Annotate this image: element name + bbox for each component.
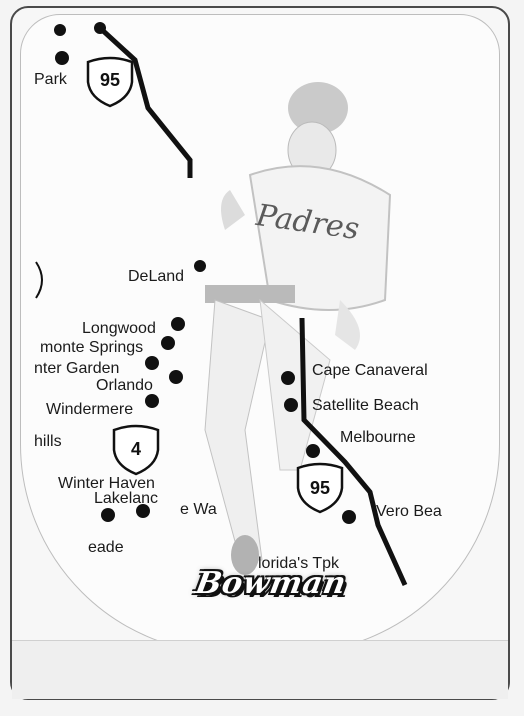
city-label-winter-garden: nter Garden: [34, 360, 119, 377]
city-label-cape-canaveral: Cape Canaveral: [312, 362, 428, 379]
shield-95-north-number: 95: [100, 70, 120, 90]
city-dot: [54, 24, 66, 36]
city-dot: [145, 356, 159, 370]
player-silhouette: [204, 82, 392, 575]
city-dot: [342, 510, 356, 524]
city-dot: [94, 22, 106, 34]
city-label-satellite-beach: Satellite Beach: [312, 397, 419, 414]
city-dot: [194, 260, 206, 272]
city-dot: [136, 504, 150, 518]
city-label-melbourne: Melbourne: [340, 429, 416, 446]
city-dot: [55, 51, 69, 65]
shield-95-south-number: 95: [310, 478, 330, 498]
city-dot: [306, 444, 320, 458]
shield-4-number: 4: [131, 439, 141, 459]
city-label-lake-wales: e Wa: [180, 501, 217, 518]
i95-shield-north: 95: [86, 56, 134, 108]
city-label-altamonte-springs: monte Springs: [40, 339, 143, 356]
city-dot: [281, 371, 295, 385]
city-label-orlando: Orlando: [96, 377, 153, 394]
city-dot: [171, 317, 185, 331]
i4-shield: 4: [112, 424, 160, 476]
city-label-vero-beach: Vero Bea: [376, 503, 442, 520]
card-bottom-band: [12, 640, 508, 699]
city-label-windermere: Windermere: [46, 401, 133, 418]
brand-logo: Bowman: [192, 566, 350, 601]
city-label-deland: DeLand: [128, 268, 184, 285]
city-label-meade: eade: [88, 539, 124, 556]
city-dot: [169, 370, 183, 384]
city-dots: [54, 22, 356, 524]
partial-shield: [35, 261, 43, 299]
city-label-winter-haven: Winter Haven: [58, 475, 155, 492]
road-label-florida-turnpike: lorida's Tpk: [258, 555, 340, 572]
city-label-foothills: hills: [34, 433, 62, 450]
city-dot: [101, 508, 115, 522]
city-dot: [161, 336, 175, 350]
i95-shield-south: 95: [296, 462, 344, 514]
i95-south-route: [299, 317, 408, 587]
city-label-longwood: Longwood: [82, 320, 156, 337]
city-dot: [284, 398, 298, 412]
city-label-lakeland: Lakelanc: [94, 490, 158, 507]
city-label-park: Park: [34, 71, 68, 88]
city-dot: [145, 394, 159, 408]
i95-north-route: [98, 26, 193, 178]
